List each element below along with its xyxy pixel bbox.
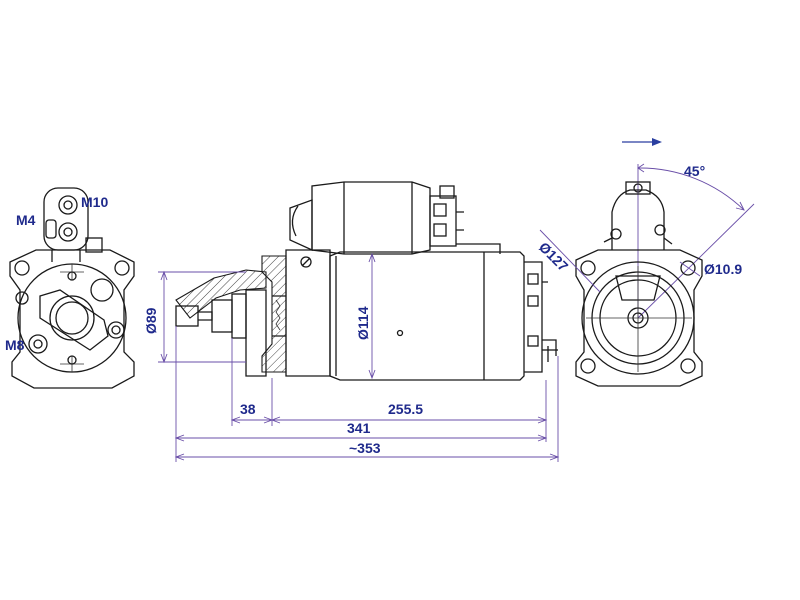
pinion-housing — [175, 249, 331, 377]
dim-row-2: 341 — [174, 420, 548, 442]
label-len-341: 341 — [347, 420, 371, 436]
label-angle: 45° — [684, 163, 705, 179]
left-end-view: M10 M4 M8 — [5, 187, 135, 389]
mounting-flange-left — [9, 249, 135, 389]
label-m10: M10 — [81, 194, 108, 210]
dim-row-3: ~353 — [174, 440, 560, 461]
label-len-38: 38 — [240, 401, 256, 417]
dim-extension-lines — [175, 326, 559, 462]
motor-body — [300, 251, 558, 381]
mounting-flange-right — [575, 249, 703, 387]
label-m4: M4 — [16, 212, 36, 228]
solenoid — [289, 181, 501, 255]
label-d127: Ø127 — [536, 239, 572, 275]
rotation-arrow — [622, 138, 662, 146]
label-m8: M8 — [5, 337, 25, 353]
solenoid-end — [603, 181, 673, 250]
dim-d10-9: Ø10.9 — [679, 261, 742, 277]
dim-d114: Ø114 — [355, 252, 376, 380]
label-d89: Ø89 — [143, 307, 159, 334]
label-d10-9: Ø10.9 — [704, 261, 742, 277]
dim-row-1: 38 255.5 — [230, 401, 548, 424]
label-len-353: ~353 — [349, 440, 381, 456]
right-end-view: 45° Ø127 — [536, 138, 755, 387]
label-len-255-5: 255.5 — [388, 401, 423, 417]
label-d114: Ø114 — [355, 306, 371, 340]
side-view: Ø114 Ø89 38 255.5 341 — [143, 181, 560, 462]
dim-d89: Ø89 — [143, 270, 246, 364]
